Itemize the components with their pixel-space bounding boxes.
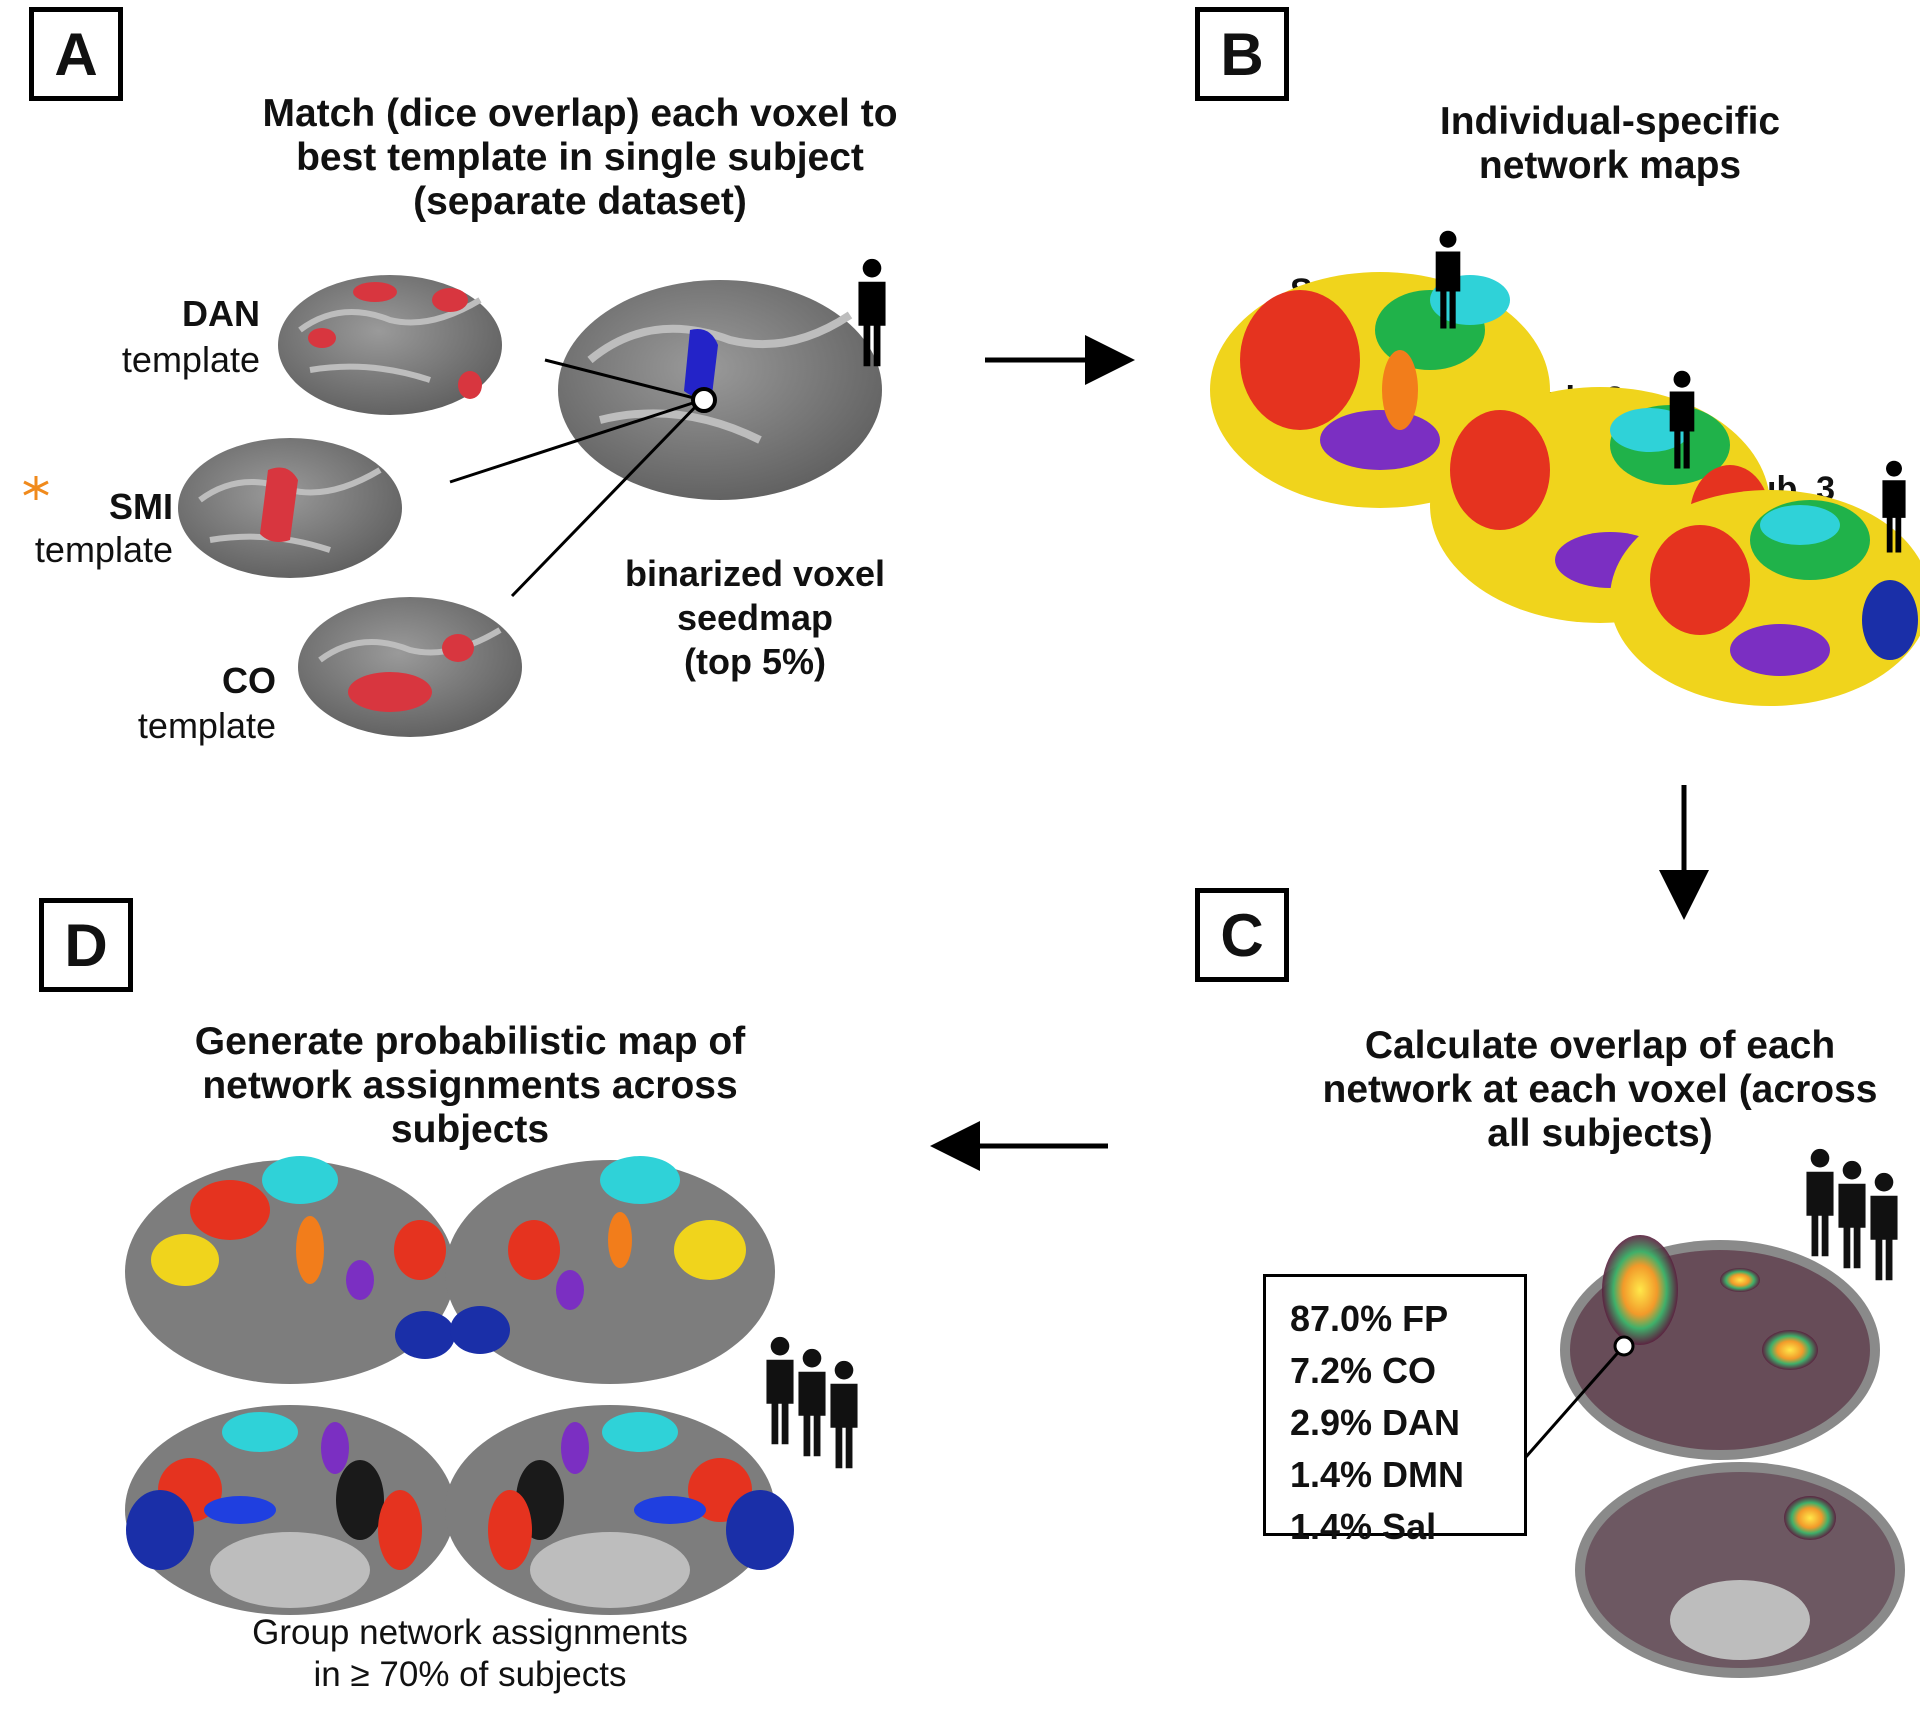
overlap-line: 87.0% FP (1290, 1298, 1449, 1339)
panel-label-d: D (39, 898, 133, 992)
panel-c-title: Calculate overlap of each network at eac… (1280, 1024, 1920, 1156)
panel-c-title-line: Calculate overlap of each (1364, 1024, 1836, 1067)
panel-d-title: Generate probabilistic map of network as… (110, 1020, 830, 1152)
dan-template-brain (278, 275, 502, 415)
smi-link-line (449, 398, 703, 484)
seedmap-caption-line: binarized voxel (624, 553, 886, 594)
orange-asterisk-icon (23, 476, 49, 500)
overlap-link-line (1523, 1347, 1624, 1459)
panel-label-b: B (1195, 7, 1289, 101)
panel-label-c: C (1195, 888, 1289, 982)
overlap-percentages-box: 87.0% FP 7.2% CO 2.9% DAN 1.4% DMN 1.4% … (1263, 1274, 1527, 1547)
group-left-lateral-brain (125, 1156, 455, 1384)
panel-d-title-line: Generate probabilistic map of (194, 1020, 746, 1063)
panel-b-title: Individual-specific network maps (1330, 100, 1890, 188)
overlap-line: 1.4% Sal (1290, 1506, 1437, 1547)
panel-a-title-line: best template in single subject (296, 136, 864, 179)
group-right-lateral-brain (445, 1156, 775, 1384)
co-link-line (510, 398, 704, 598)
group-right-medial-brain (445, 1405, 794, 1615)
group-assignment-caption: Group network assignments in ≥ 70% of su… (150, 1612, 790, 1696)
voxel-marker (1613, 1335, 1635, 1357)
panel-c-title-line: network at each voxel (across (1322, 1068, 1878, 1111)
co-template-name: CO (222, 660, 276, 701)
dan-template-name: DAN (182, 293, 260, 334)
seedmap-caption-line: seedmap (676, 597, 834, 638)
panel-a-title: Match (dice overlap) each voxel to best … (190, 92, 970, 224)
dan-template-word: template (121, 339, 260, 380)
panel-b-title-line: Individual-specific (1439, 100, 1781, 143)
overlap-lateral-brain (1560, 1235, 1880, 1460)
group-assignment-caption-line: in ≥ 70% of subjects (313, 1655, 627, 1694)
seedmap-caption: binarized voxel seedmap (top 5%) (590, 552, 920, 684)
overlap-line: 2.9% DAN (1290, 1402, 1461, 1443)
group-people-icon-d (766, 1336, 858, 1469)
dan-link-line (544, 358, 703, 402)
overlap-line: 1.4% DMN (1290, 1454, 1465, 1495)
group-assignment-caption-line: Group network assignments (252, 1613, 688, 1652)
smi-template-brain (178, 438, 402, 578)
panel-d-title-line: network assignments across (202, 1064, 738, 1107)
co-template-word: template (137, 705, 276, 746)
group-people-icon-c (1806, 1148, 1898, 1281)
panel-d-title-line: subjects (390, 1108, 550, 1151)
panel-c-title-line: all subjects) (1487, 1112, 1713, 1155)
panel-a-title-line: (separate dataset) (413, 180, 747, 223)
co-template-brain (298, 597, 522, 737)
group-left-medial-brain (125, 1405, 455, 1615)
panel-a-title-line: Match (dice overlap) each voxel to (262, 92, 898, 135)
panel-b-title-line: network maps (1478, 144, 1742, 187)
smi-template-name: SMI (108, 486, 173, 527)
seed-voxel-marker (691, 387, 717, 413)
seedmap-caption-line: (top 5%) (684, 641, 826, 682)
single-subject-brain (558, 280, 882, 500)
overlap-medial-brain (1575, 1462, 1905, 1678)
smi-template-word: template (34, 529, 173, 570)
overlap-line: 7.2% CO (1290, 1350, 1437, 1391)
subject-3-network-brain (1610, 490, 1920, 706)
panel-label-a: A (29, 7, 123, 101)
